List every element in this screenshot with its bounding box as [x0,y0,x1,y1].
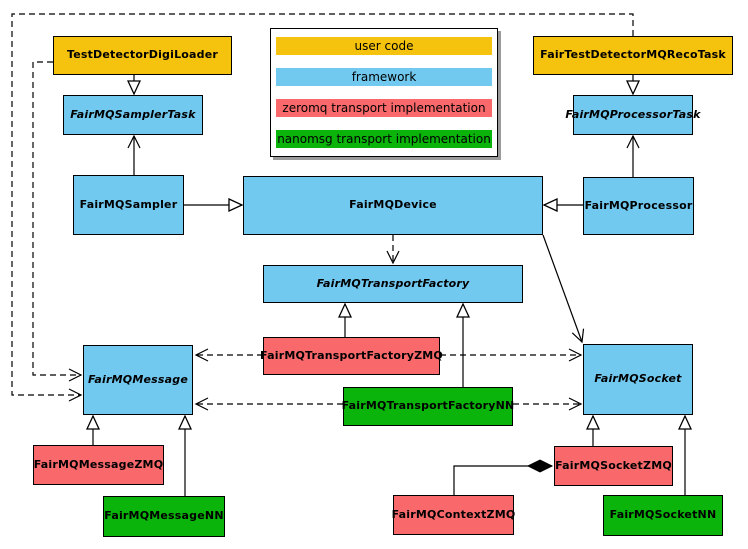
node-fairmq-transport-factory: FairMQTransportFactory [263,265,523,303]
node-fairmq-socket: FairMQSocket [583,344,693,415]
node-fairmq-sampler-task: FairMQSamplerTask [63,95,203,135]
node-fairmq-message-zmq: FairMQMessageZMQ [33,445,164,485]
node-fairmq-transport-factory-zmq: FairMQTransportFactoryZMQ [260,337,443,375]
node-fairmq-message-nn: FairMQMessageNN [103,496,225,537]
legend: user code framework zeromq transport imp… [270,28,498,157]
edge-contextzmq-socketzmq [453,466,552,495]
node-test-detector-digi-loader: TestDetectorDigiLoader [53,36,232,75]
node-fair-test-detector-mq-reco-task: FairTestDetectorMQRecoTask [533,36,733,75]
node-fairmq-sampler: FairMQSampler [73,175,184,235]
node-fairmq-processor-task: FairMQProcessorTask [565,95,700,135]
legend-item-framework: framework [276,68,492,86]
legend-item-nanomsg: nanomsg transport implementation [276,130,492,148]
edge-device-socket [542,234,585,344]
node-fairmq-socket-nn: FairMQSocketNN [603,495,723,536]
node-fairmq-socket-zmq: FairMQSocketZMQ [554,446,673,486]
node-fairmq-message: FairMQMessage [83,345,193,415]
node-fairmq-device: FairMQDevice [243,176,543,235]
node-fairmq-transport-factory-nn: FairMQTransportFactoryNN [342,387,514,426]
node-fairmq-context-zmq: FairMQContextZMQ [392,495,515,535]
legend-item-user-code: user code [276,37,492,55]
node-fairmq-processor: FairMQProcessor [583,177,694,235]
legend-item-zeromq: zeromq transport implementation [276,99,492,117]
